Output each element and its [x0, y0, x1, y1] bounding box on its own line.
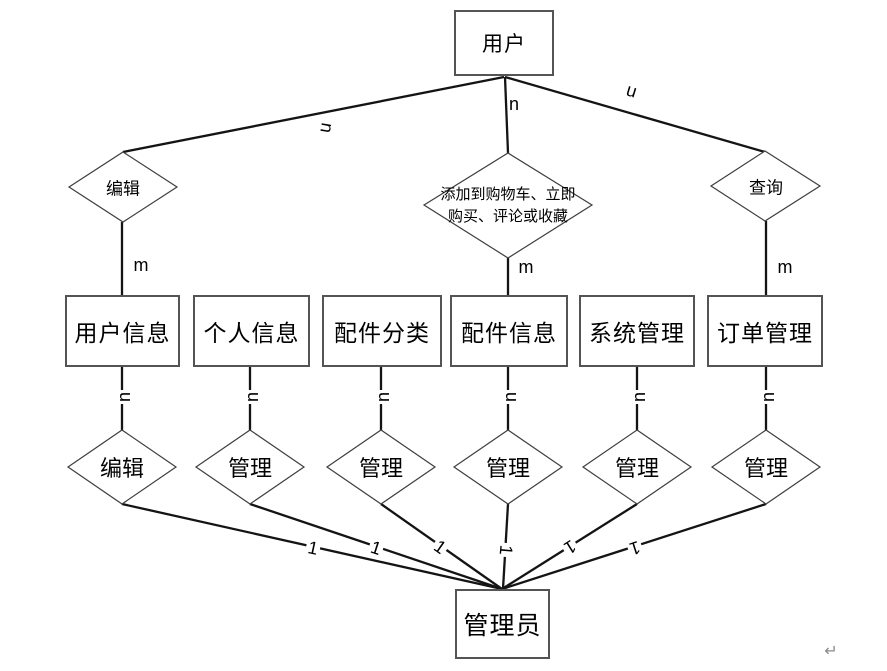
- relation-edit-top-diamond: [67, 151, 179, 223]
- cardinality-n-orders: n: [758, 389, 778, 405]
- relation-manage2-label: 管理: [358, 456, 404, 481]
- cardinality-1-manage3: 1: [495, 542, 517, 558]
- relation-manage4-label: 管理: [614, 456, 660, 481]
- relation-manage1-diamond: [194, 429, 306, 505]
- line-user-to-query: [504, 75, 766, 154]
- relation-query-label: 查询: [749, 178, 783, 198]
- cardinality-n-partcat: n: [373, 389, 393, 405]
- cardinality-m-query-orders: m: [777, 257, 793, 277]
- cardinality-n-partinfo: n: [500, 389, 520, 405]
- relation-query-diamond: [709, 150, 822, 222]
- relation-cart-label-line2: 购买、评论或收藏: [447, 208, 569, 225]
- relation-manage1-label: 管理: [227, 456, 273, 481]
- entity-order-mgmt-box: 订单管理: [707, 295, 823, 367]
- relation-edit-bottom-diamond: [66, 429, 178, 505]
- relation-manage4-diamond: [581, 429, 693, 505]
- relation-edit-top-label: 编辑: [106, 179, 140, 199]
- relation-cart-diamond: [422, 152, 594, 259]
- entity-user-box: 用户: [454, 10, 554, 76]
- entity-admin-box: 管理员: [455, 589, 550, 659]
- entity-part-info-box: 配件信息: [450, 295, 568, 367]
- cardinality-n-personal: n: [242, 389, 262, 405]
- return-mark: ↵: [824, 643, 838, 660]
- entity-user-info-box: 用户信息: [65, 295, 180, 367]
- cardinality-n-system: n: [629, 389, 649, 405]
- relation-manage5-diamond: [710, 429, 822, 505]
- cardinality-n-user-cart: n: [508, 94, 520, 114]
- relation-cart-label: 添加到购物车、立即 购买、评论或收藏: [440, 184, 575, 228]
- relation-manage2-diamond: [325, 429, 437, 505]
- relation-manage5-label: 管理: [743, 456, 789, 481]
- cardinality-m-edit-userinfo: m: [133, 255, 149, 275]
- cardinality-m-cart-partinfo: m: [518, 257, 534, 277]
- relation-edit-bottom-label: 编辑: [99, 456, 145, 481]
- entity-personal-info-box: 个人信息: [193, 295, 310, 367]
- relation-manage3-label: 管理: [485, 456, 531, 481]
- relation-manage3-diamond: [452, 429, 564, 505]
- entity-part-category-box: 配件分类: [322, 295, 442, 367]
- line-user-to-cart: [503, 76, 510, 154]
- line-user-to-edit: [122, 75, 505, 154]
- entity-system-mgmt-box: 系统管理: [579, 295, 695, 367]
- cardinality-n-userinfo: n: [114, 389, 134, 405]
- relation-cart-label-line1: 添加到购物车、立即: [440, 186, 576, 203]
